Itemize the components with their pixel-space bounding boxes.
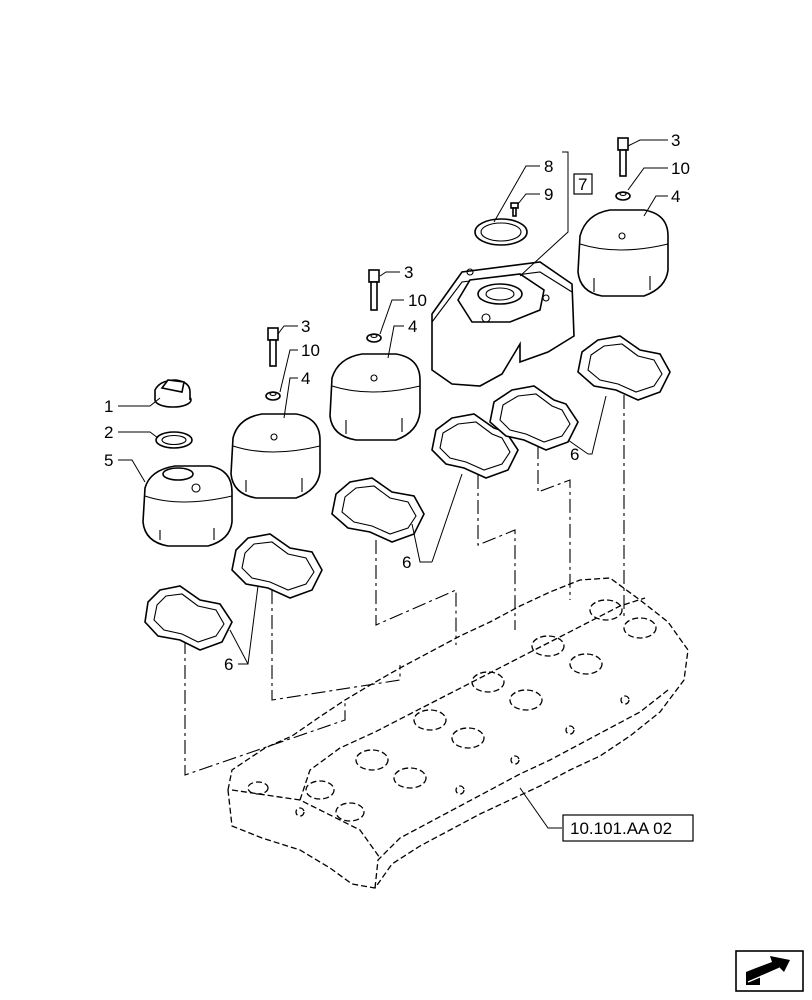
washer-2 bbox=[265, 391, 281, 401]
callout-6-middle: 6 bbox=[402, 553, 411, 572]
valve-cover-3 bbox=[329, 353, 421, 441]
gasket-3 bbox=[331, 477, 425, 543]
callout-4-third: 4 bbox=[408, 317, 417, 336]
callout-8: 8 bbox=[544, 157, 553, 176]
bolt-4 bbox=[617, 137, 629, 177]
gasket-1 bbox=[144, 585, 233, 651]
callout-6-left: 6 bbox=[224, 655, 233, 674]
reference-label[interactable]: 10.101.AA 02 bbox=[570, 819, 672, 838]
gasket-2 bbox=[231, 533, 323, 599]
bolt-3 bbox=[368, 269, 380, 311]
gasket-5 bbox=[489, 385, 579, 451]
valve-cover-with-filler bbox=[142, 465, 233, 547]
callout-10-second: 10 bbox=[301, 341, 320, 360]
seal-ring bbox=[474, 218, 528, 246]
callout-1: 1 bbox=[104, 397, 113, 416]
callout-9: 9 bbox=[544, 185, 553, 204]
valve-cover-2 bbox=[230, 413, 321, 499]
callout-6-right: 6 bbox=[570, 445, 579, 464]
valve-cover-4 bbox=[577, 209, 669, 297]
callout-2: 2 bbox=[104, 423, 113, 442]
cylinder-head bbox=[227, 577, 689, 889]
washer-3 bbox=[366, 333, 382, 343]
callout-7: 7 bbox=[578, 175, 587, 194]
gasket-4 bbox=[431, 413, 519, 479]
oil-filler-cap bbox=[154, 379, 192, 408]
callout-labels: 1 2 5 6 3 10 4 3 10 4 6 8 9 7 3 10 4 6 bbox=[104, 131, 690, 674]
callout-3-right: 3 bbox=[671, 131, 680, 150]
washer-4 bbox=[615, 191, 631, 201]
callout-5: 5 bbox=[104, 451, 113, 470]
leader-lines bbox=[118, 139, 668, 829]
screw bbox=[510, 202, 519, 217]
alignment-lines bbox=[184, 395, 625, 776]
bolt-2 bbox=[267, 327, 279, 367]
next-page-arrow-icon[interactable] bbox=[735, 950, 804, 992]
callout-4-right: 4 bbox=[671, 187, 680, 206]
callout-3-second: 3 bbox=[301, 317, 310, 336]
callout-4-second: 4 bbox=[301, 369, 310, 388]
callout-10-right: 10 bbox=[671, 159, 690, 178]
gasket-6 bbox=[577, 335, 671, 401]
callout-10-third: 10 bbox=[408, 291, 427, 310]
reference-box[interactable]: 10.101.AA 02 bbox=[562, 814, 694, 842]
o-ring bbox=[155, 431, 193, 449]
breather-valve-cover bbox=[431, 261, 575, 387]
callout-3-third: 3 bbox=[404, 263, 413, 282]
